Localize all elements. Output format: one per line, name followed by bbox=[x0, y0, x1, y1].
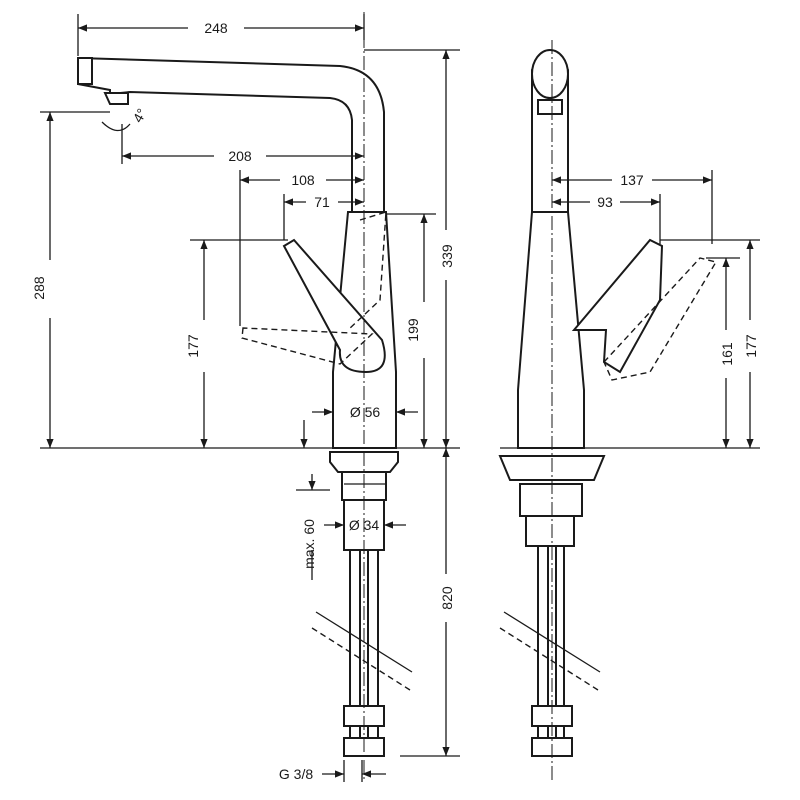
dim-diameter-56: Ø 56 bbox=[350, 404, 381, 420]
front-view: 248 339 288 4° 208 108 71 177 bbox=[31, 12, 460, 782]
dim-208: 208 bbox=[228, 148, 252, 164]
dim-4-degree: 4° bbox=[129, 106, 150, 126]
side-lever bbox=[571, 238, 664, 374]
side-view: 137 93 161 177 bbox=[498, 40, 760, 780]
dim-71: 71 bbox=[314, 194, 330, 210]
lever-handle bbox=[282, 238, 386, 374]
dim-thread: G 3/8 bbox=[279, 766, 313, 782]
lever-handle-alt bbox=[241, 327, 374, 365]
dim-177-right: 177 bbox=[743, 334, 759, 358]
dim-max-60: max. 60 bbox=[301, 519, 317, 569]
dim-820: 820 bbox=[439, 586, 455, 610]
dim-177-left: 177 bbox=[185, 334, 201, 358]
spout bbox=[77, 56, 385, 213]
dim-339: 339 bbox=[439, 244, 455, 268]
dim-248: 248 bbox=[204, 20, 228, 36]
dim-108: 108 bbox=[291, 172, 315, 188]
dim-161: 161 bbox=[719, 342, 735, 366]
side-body bbox=[517, 211, 585, 449]
dim-288: 288 bbox=[31, 276, 47, 300]
dim-93: 93 bbox=[597, 194, 613, 210]
dim-diameter-34: Ø 34 bbox=[349, 517, 380, 533]
dim-199: 199 bbox=[405, 318, 421, 342]
dim-137: 137 bbox=[620, 172, 644, 188]
